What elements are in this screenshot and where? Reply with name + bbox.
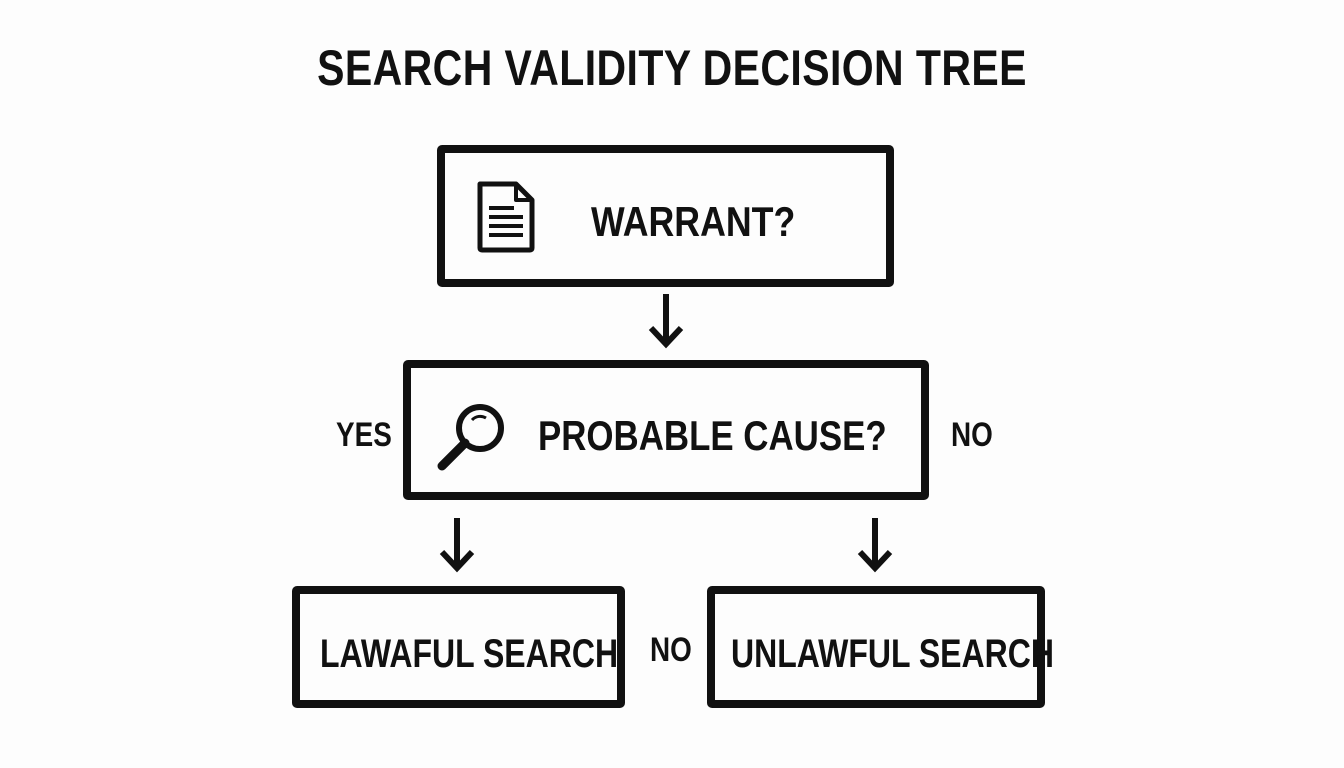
- warrant-node: WARRANT?: [437, 145, 894, 287]
- yes-label: YES: [336, 416, 392, 454]
- probable-cause-node: PROBABLE CAUSE?: [403, 360, 929, 500]
- no-label-right: NO: [951, 416, 993, 454]
- no-label-bottom: NO: [650, 631, 692, 669]
- unlawful-search-label: UNLAWFUL SEARCH: [731, 632, 1054, 676]
- magnifying-glass-icon: [437, 404, 504, 471]
- lawful-search-label: LAWAFUL SEARCH: [320, 632, 619, 676]
- probable-cause-label: PROBABLE CAUSE?: [538, 412, 887, 459]
- unlawful-search-node: UNLAWFUL SEARCH: [707, 586, 1054, 708]
- arrow-cause-to-unlawful: [857, 518, 893, 573]
- arrow-cause-to-lawful: [439, 518, 475, 573]
- diagram-title: SEARCH VALIDITY DECISION TREE: [317, 40, 1027, 96]
- document-icon: [477, 181, 535, 253]
- lawful-search-node: LAWAFUL SEARCH: [292, 586, 625, 708]
- warrant-label: WARRANT?: [591, 198, 796, 245]
- arrow-warrant-to-cause: [648, 294, 684, 349]
